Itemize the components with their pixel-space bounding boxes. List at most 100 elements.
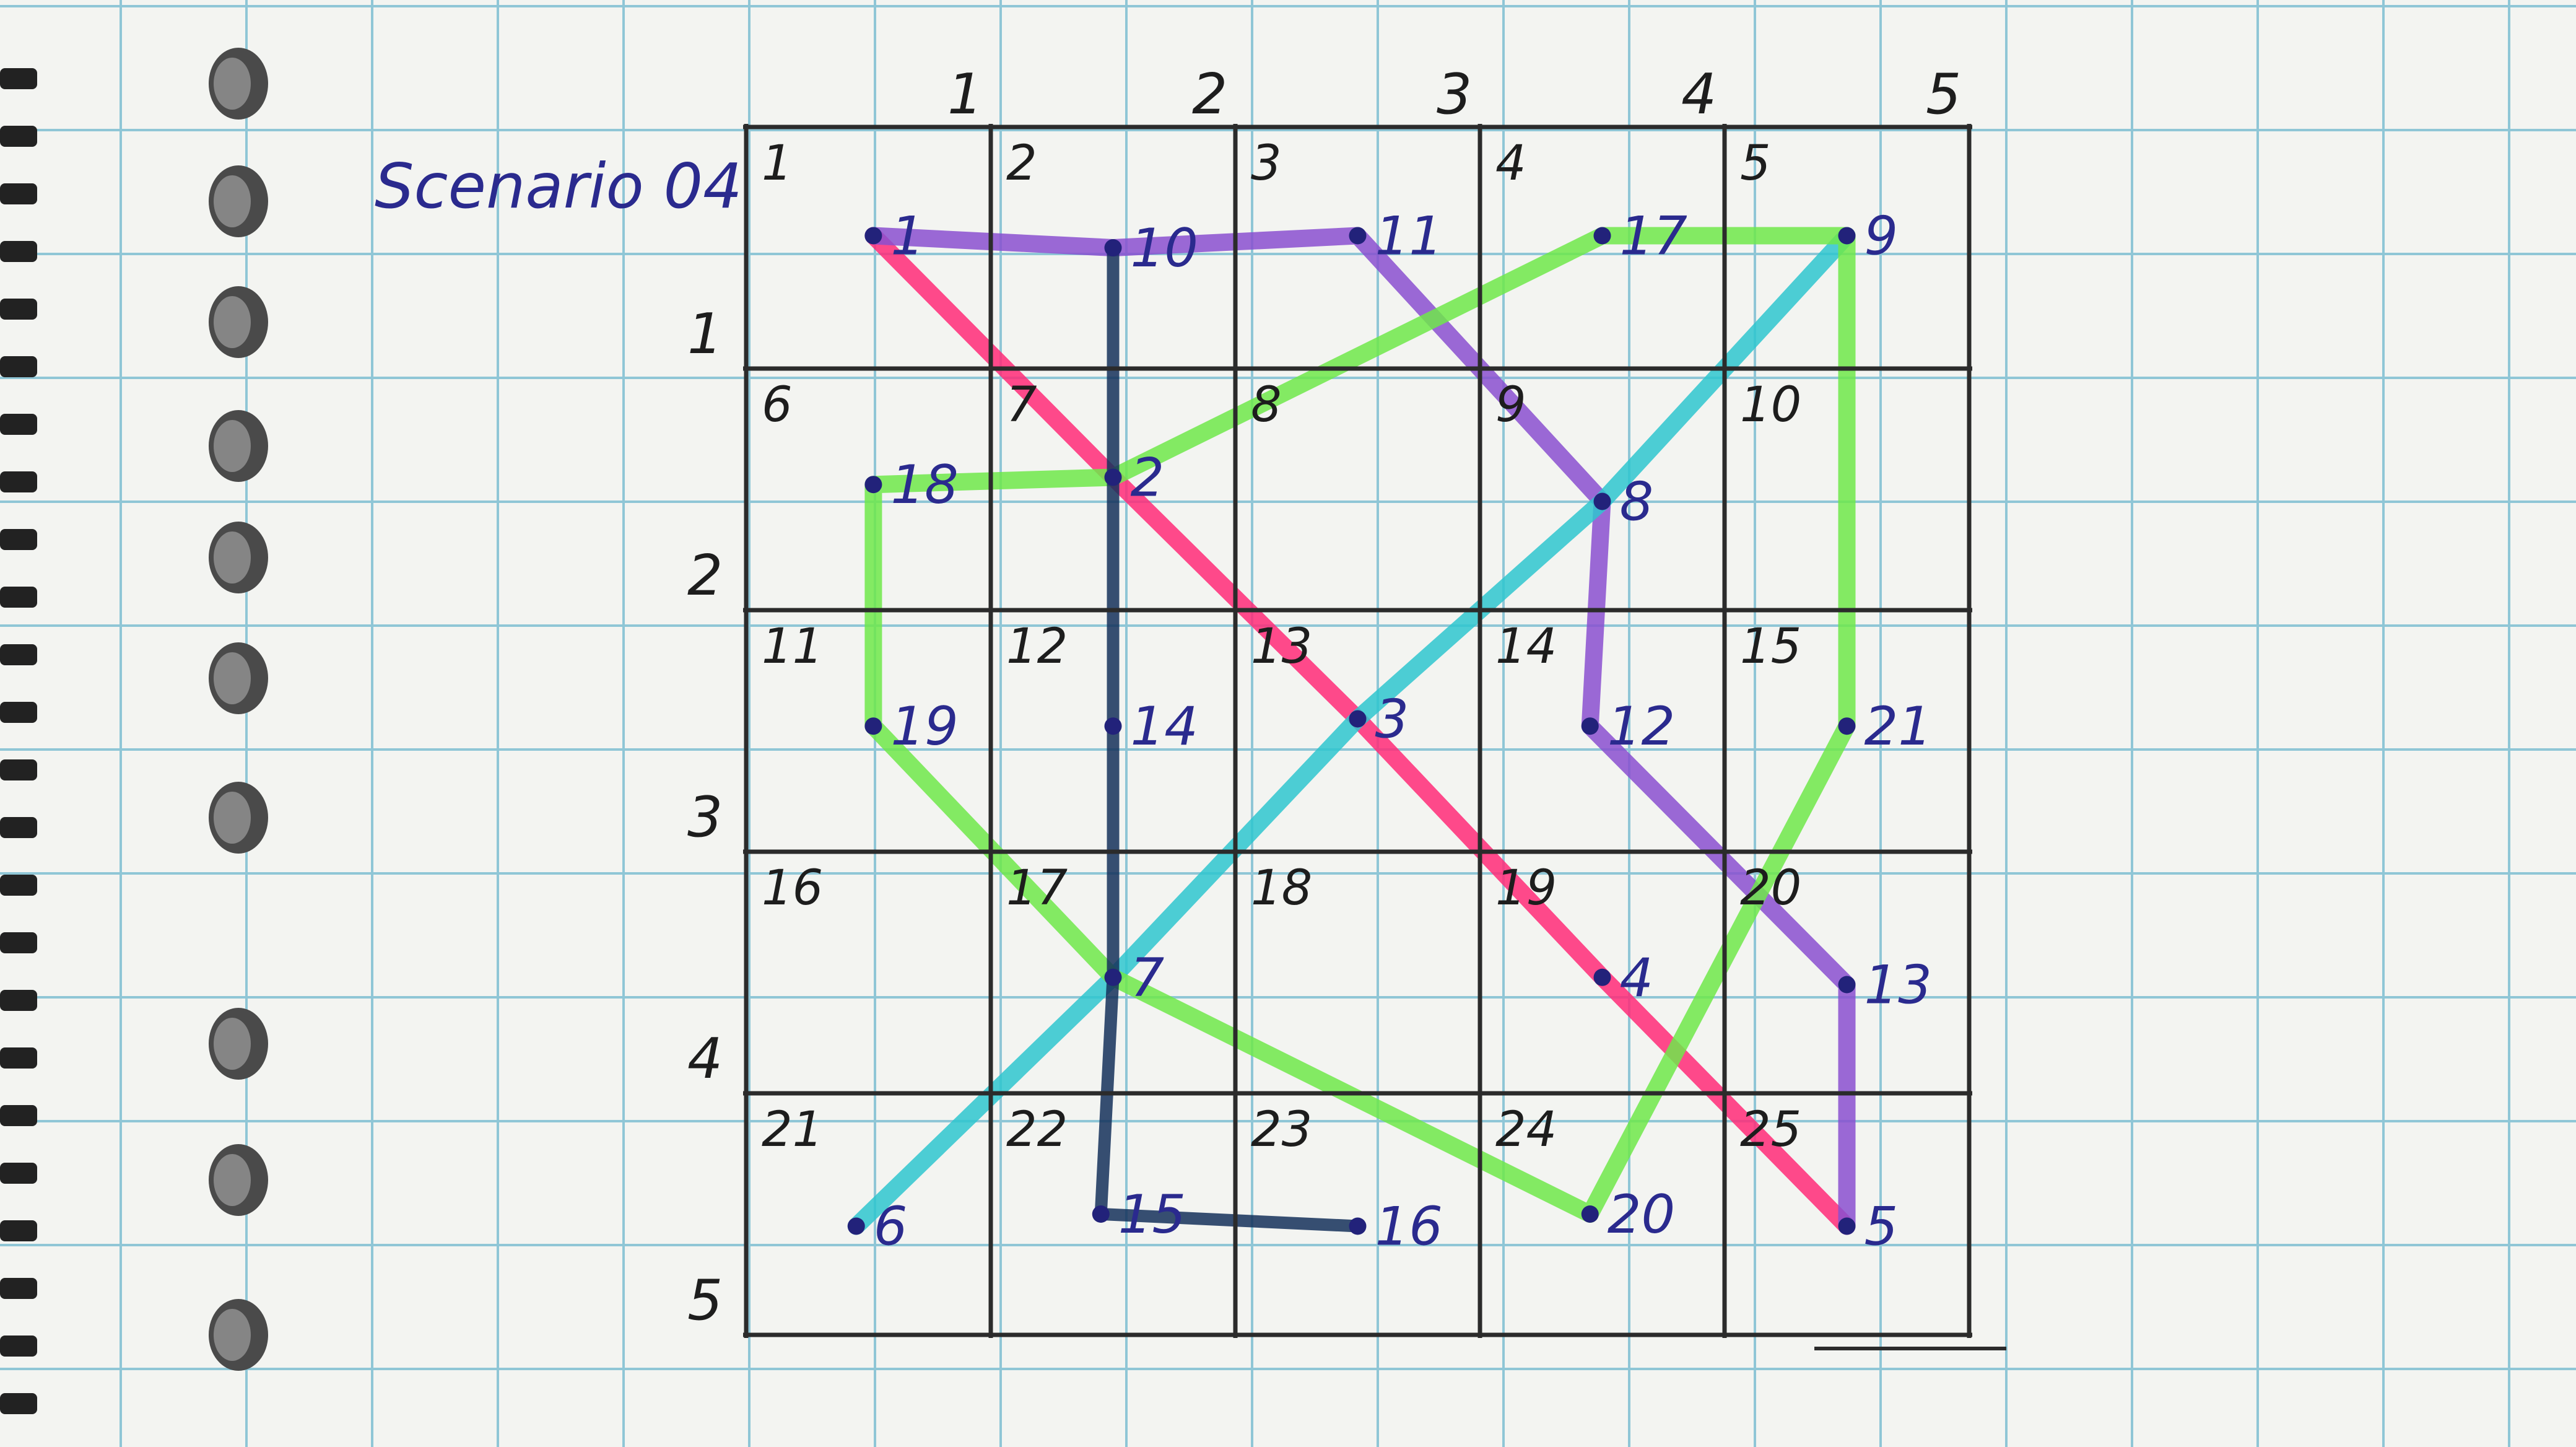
route-node-label: 7	[1131, 947, 1165, 1009]
spiral-coil	[0, 1220, 37, 1241]
route-node-label: 11	[1375, 206, 1443, 268]
route-node-label: 8	[1620, 471, 1654, 533]
route-node-label: 20	[1608, 1184, 1675, 1246]
spiral-coil	[0, 932, 37, 953]
route-node-dot	[847, 1217, 865, 1235]
cell-number: 4	[1495, 136, 1526, 191]
route-node-dot	[1581, 717, 1599, 735]
binder-hole-shade	[214, 1154, 251, 1206]
binder-hole-shade	[214, 296, 251, 348]
spiral-binding	[0, 48, 268, 1414]
route-node-dot	[1104, 239, 1122, 256]
route-node-label: 3	[1375, 689, 1409, 751]
cell-number: 1	[762, 136, 793, 191]
spiral-coil	[0, 299, 37, 320]
route-node-label: 1	[890, 206, 925, 268]
route-node-label: 19	[890, 696, 958, 758]
binder-hole-shade	[214, 1018, 251, 1070]
spiral-coil	[0, 241, 37, 262]
route-node-dot	[1838, 227, 1856, 245]
route-node-dot	[1593, 227, 1611, 245]
route-node-dot	[1838, 1217, 1856, 1235]
route-node-dot	[1104, 468, 1122, 486]
route-node-dot	[1104, 717, 1122, 735]
cell-number: 18	[1251, 860, 1312, 916]
route-node-dot	[1838, 717, 1856, 735]
route-node-label: 9	[1865, 206, 1899, 268]
spiral-coil	[0, 1278, 37, 1299]
binder-hole-shade	[214, 531, 251, 584]
cell-number: 8	[1251, 377, 1282, 433]
route-node-dot	[1593, 492, 1611, 510]
scenario-title: Scenario 04	[375, 150, 742, 222]
route-node-dot	[1349, 227, 1367, 245]
route-node-dot	[864, 227, 882, 245]
route-node-label: 13	[1865, 955, 1932, 1016]
route-node-label: 5	[1865, 1196, 1899, 1258]
spiral-coil	[0, 356, 37, 377]
route-node-dot	[1838, 976, 1856, 994]
spiral-coil	[0, 1163, 37, 1184]
route-node-dot	[1349, 1217, 1367, 1235]
column-number: 3	[1437, 62, 1472, 127]
spiral-coil	[0, 1105, 37, 1126]
spiral-coil	[0, 126, 37, 147]
cell-number: 5	[1740, 136, 1771, 191]
cell-number: 7	[1006, 377, 1037, 433]
cell-number: 20	[1740, 860, 1801, 916]
route-node-label: 14	[1131, 696, 1198, 758]
cell-number: 24	[1495, 1102, 1557, 1158]
column-number: 4	[1681, 62, 1717, 127]
spiral-coil	[0, 183, 37, 204]
route-node-label: 10	[1131, 217, 1198, 279]
route-node-dot	[1581, 1205, 1599, 1223]
spiral-coil	[0, 1336, 37, 1357]
cell-number: 12	[1006, 619, 1068, 675]
route-node-dot	[864, 717, 882, 735]
spiral-coil	[0, 68, 37, 89]
route-node-label: 17	[1620, 206, 1687, 268]
spiral-coil	[0, 990, 37, 1011]
route-node-label: 6	[874, 1196, 908, 1258]
binder-hole-shade	[214, 420, 251, 472]
spiral-coil	[0, 1047, 37, 1069]
route-node-label: 2	[1131, 447, 1165, 509]
cell-number: 13	[1251, 619, 1312, 675]
row-number: 2	[687, 543, 723, 608]
route-node-dot	[1092, 1205, 1110, 1223]
cell-number: 15	[1740, 619, 1801, 675]
cell-number: 19	[1495, 860, 1557, 916]
binder-hole-shade	[214, 175, 251, 227]
route-node-label: 18	[890, 454, 958, 516]
column-number: 1	[947, 62, 983, 127]
spiral-coil	[0, 702, 37, 723]
cell-number: 22	[1006, 1102, 1068, 1158]
cell-number: 14	[1495, 619, 1557, 675]
grid-frame	[743, 124, 2006, 1350]
row-number: 3	[687, 785, 723, 850]
spiral-coil	[0, 644, 37, 665]
spiral-coil	[0, 759, 37, 780]
cell-number: 25	[1740, 1102, 1801, 1158]
binder-hole-shade	[214, 652, 251, 704]
spiral-coil	[0, 587, 37, 608]
route-node-label: 4	[1620, 947, 1654, 1009]
cell-number: 9	[1495, 377, 1526, 433]
cell-number: 6	[762, 377, 793, 433]
route-node-label: 12	[1608, 696, 1675, 758]
route-node-label: 16	[1375, 1196, 1443, 1258]
route-node-label: 15	[1118, 1184, 1186, 1246]
spiral-coil	[0, 471, 37, 492]
cell-number: 23	[1251, 1102, 1312, 1158]
route-node-dot	[1349, 710, 1367, 728]
row-number: 1	[687, 302, 723, 367]
spiral-coil	[0, 414, 37, 435]
binder-hole-shade	[214, 58, 251, 110]
spiral-coil	[0, 875, 37, 896]
cell-number: 10	[1740, 377, 1801, 433]
cell-number: 21	[762, 1102, 823, 1158]
